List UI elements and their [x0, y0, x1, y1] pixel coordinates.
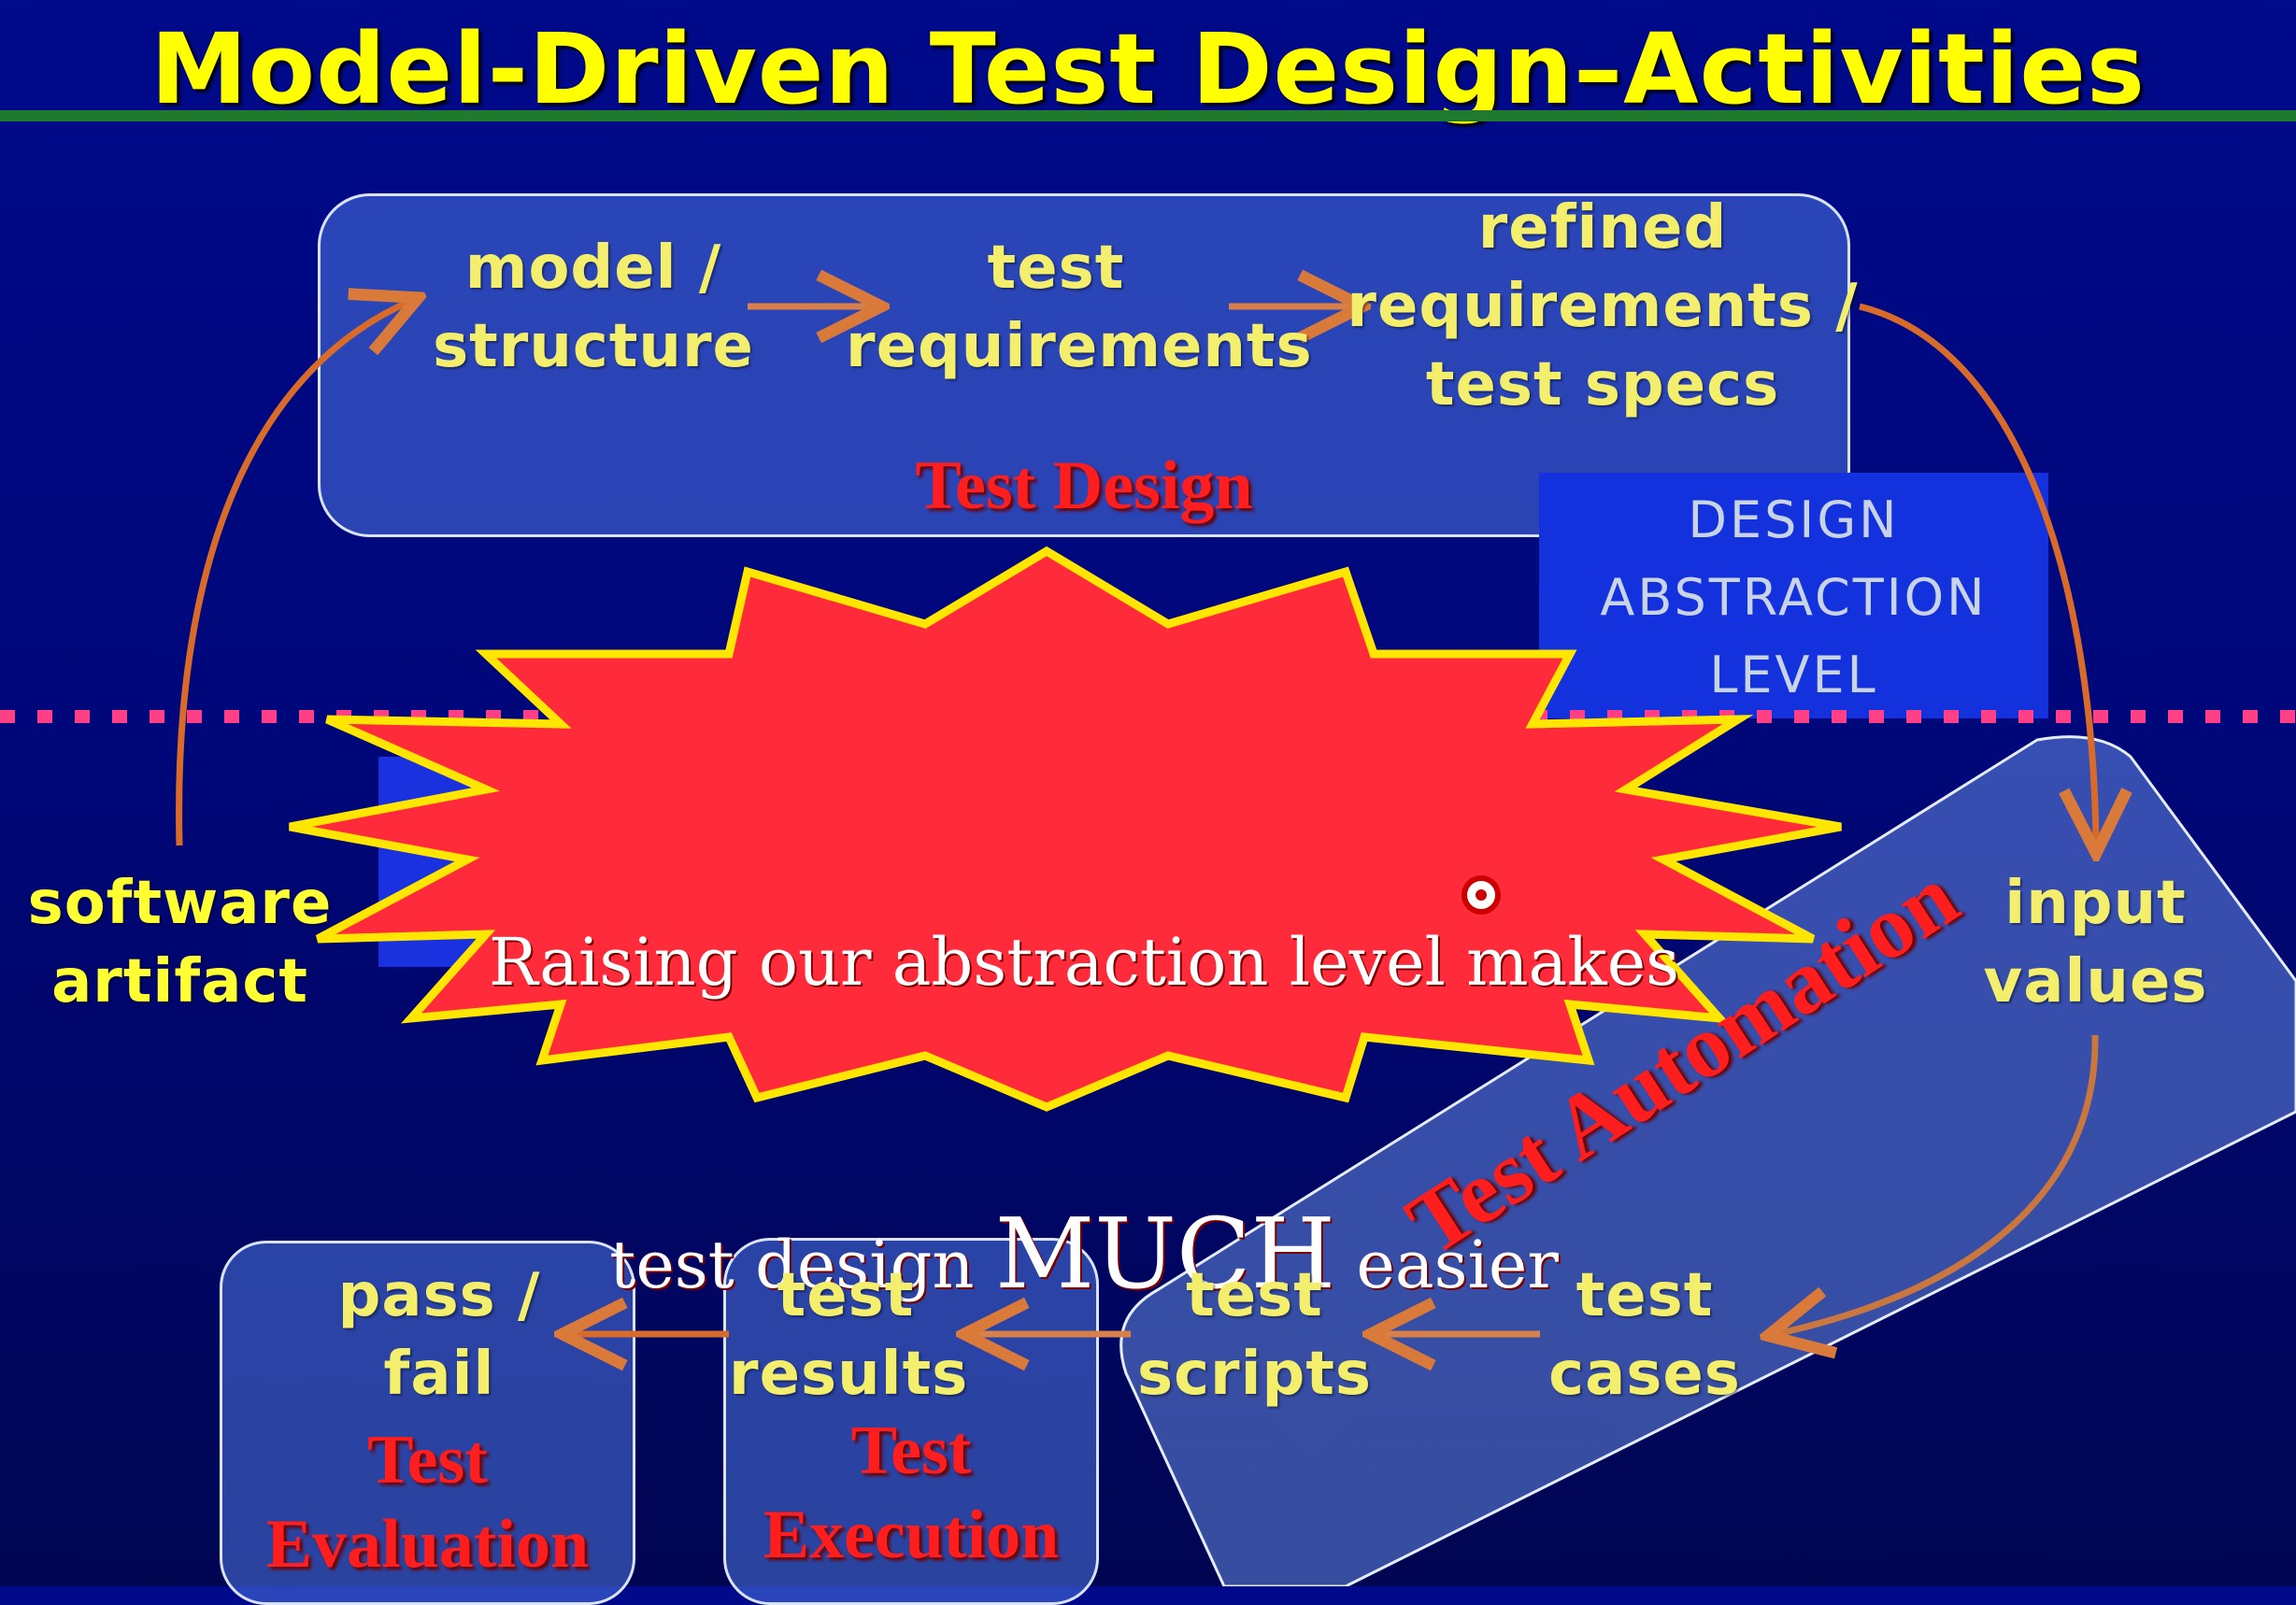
burst-star-icon [289, 546, 1842, 1112]
callout-line-2-end: easier [1335, 1227, 1559, 1303]
test-scripts-node: test scripts [1136, 1261, 1373, 1409]
pass-fail-node: pass / fail [337, 1261, 541, 1409]
test-results-node: test results [729, 1261, 969, 1409]
arrow-refined-to-input [1859, 303, 2096, 845]
abstraction-level-label: DESIGN ABSTRACTION LEVEL [1600, 490, 1988, 704]
cursor-icon [1462, 875, 1501, 915]
test-requirements-node: test requirements [846, 234, 1313, 381]
callout-line-1: Raising our abstraction level makes [488, 924, 1680, 1001]
callout-line-2: test design MUCH easier [402, 1205, 1766, 1314]
page-title: Model-Driven Test Design–Activities [150, 12, 2146, 126]
software-artifact-node: software artifact [27, 869, 333, 1016]
refined-requirements-node: refined requirements / test specs [1347, 193, 1859, 419]
callout-text: Raising our abstraction level makes test… [402, 719, 1766, 1508]
arrow-input-to-cases [1775, 1034, 2099, 1334]
test-execution-label: Test Execution [763, 1413, 1060, 1573]
title-divider [0, 110, 2296, 121]
input-values-node: input values [1983, 869, 2208, 1016]
test-design-label: Test Design [915, 447, 1253, 524]
callout-emphasis: MUCH [994, 1197, 1336, 1311]
abstraction-level-box [1539, 473, 2048, 718]
test-execution-box [723, 1238, 1099, 1605]
arrow-artifact-to-model [176, 301, 411, 846]
test-automation-box [1119, 735, 2296, 1586]
model-structure-node: model / structure [433, 234, 754, 381]
test-cases-node: test cases [1548, 1261, 1741, 1409]
callout-line-2-start: test design [609, 1227, 995, 1303]
test-evaluation-label: Test Evaluation [265, 1422, 590, 1583]
